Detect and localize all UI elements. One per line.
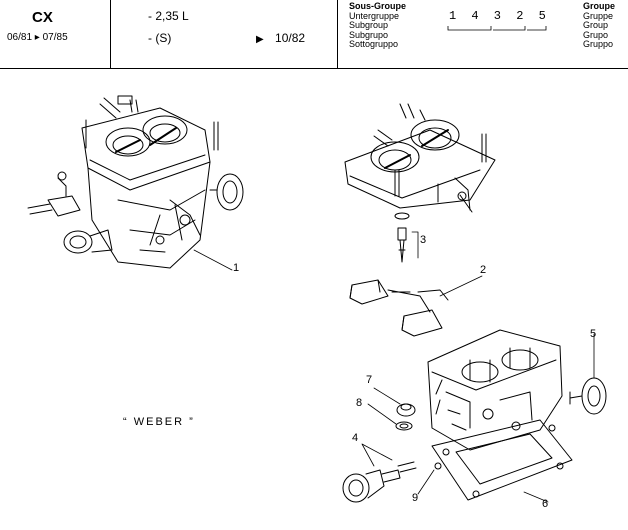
engine-label: - 2,35 L <box>148 9 189 23</box>
group-label-de: Gruppe <box>583 10 614 21</box>
subgroup-labels: Sous-Groupe Untergruppe Subgroup Subgrup… <box>349 1 407 50</box>
group-labels: Groupe Gruppe Group Grupo Gruppo <box>583 1 616 50</box>
small-screw <box>417 462 442 495</box>
group-label-fr: Groupe <box>583 1 616 11</box>
callout-6: 6 <box>542 498 549 510</box>
callout-7: 7 <box>366 374 373 386</box>
subgroup-label-de: Untergruppe <box>349 10 400 21</box>
callout-3: 3 <box>420 234 427 246</box>
assembled-carburettor <box>27 95 244 271</box>
needle-valve <box>394 212 419 263</box>
code-underline <box>447 26 547 31</box>
callout-2: 2 <box>480 264 487 276</box>
callout-1: 1 <box>233 262 240 274</box>
subgroup-label-es: Subgrupo <box>349 29 389 40</box>
pulloff-diaphragm <box>569 333 607 415</box>
header-block: CX 06/81 ▸ 07/85 - 2,35 L - (S) ▶ 10/82 … <box>0 0 628 70</box>
group-label-it: Gruppo <box>583 39 614 49</box>
solenoid-valve <box>342 443 417 503</box>
callout-8: 8 <box>356 397 363 409</box>
brand-label: “ WEBER ” <box>123 416 195 428</box>
carburettor-body <box>427 329 563 451</box>
subgroup-label-it: Sottogruppo <box>349 39 399 49</box>
header-divider-2 <box>337 0 338 69</box>
exploded-view-drawing <box>27 95 607 503</box>
bulletin-date: 10/82 <box>275 31 306 45</box>
cover-assembly <box>344 103 496 213</box>
bulletin-ref: ▶ 10/82 <box>256 31 305 45</box>
header-bottom-rule <box>0 68 628 69</box>
variant-label: - (S) <box>148 31 172 45</box>
float <box>349 275 483 337</box>
subgroup-label-fr: Sous-Groupe <box>349 1 407 11</box>
subgroup-code: 1 4 3 2 5 <box>449 9 550 23</box>
header-divider-1 <box>110 0 111 69</box>
group-label-es: Grupo <box>583 29 609 40</box>
model-label: CX <box>32 9 53 26</box>
group-label-en: Group <box>583 20 609 30</box>
jet-and-washer <box>367 387 416 431</box>
callout-9: 9 <box>412 492 419 504</box>
subgroup-label-en: Subgroup <box>349 20 389 30</box>
callout-4: 4 <box>352 432 359 444</box>
callout-5: 5 <box>590 328 597 340</box>
play-arrow-icon: ▶ <box>256 34 264 45</box>
base-flange <box>431 419 573 503</box>
production-dates: 06/81 ▸ 07/85 <box>7 32 68 43</box>
